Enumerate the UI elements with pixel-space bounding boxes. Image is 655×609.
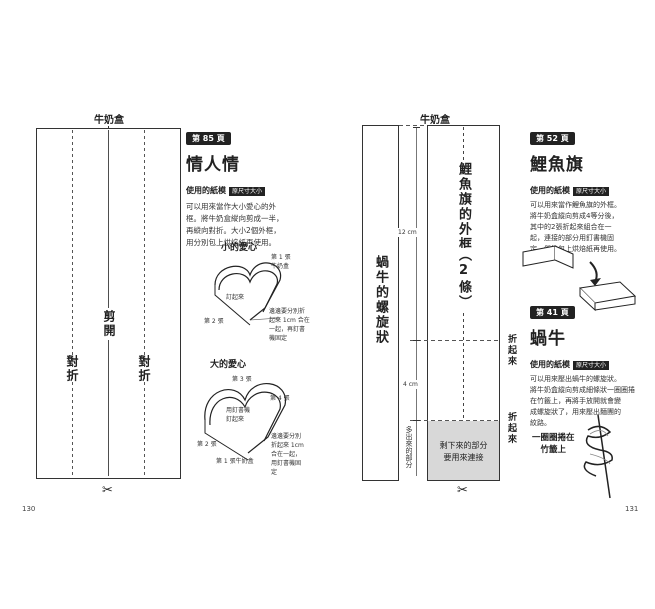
note-piece-1-large: 第 1 張牛奶盒 <box>216 458 254 465</box>
note-piece-2: 第 2 張 <box>204 318 224 325</box>
fold-right-label: 對折 <box>137 355 151 383</box>
paper-label: 使用的紙模 <box>530 186 570 195</box>
fold-label-1: 折起來 <box>506 334 516 367</box>
large-heart-label: 大的愛心 <box>210 360 247 370</box>
note-piece-4: 第 4 張 <box>270 395 290 402</box>
paper-size-tag: 原尺寸大小 <box>229 187 266 196</box>
note-staple: 訂起來 <box>226 294 245 301</box>
description-line: 在竹籤上，再將手放開就會變 <box>530 397 621 405</box>
note-piece-3: 第 3 張 <box>232 376 252 383</box>
small-heart-label: 小的愛心 <box>221 243 258 253</box>
description: 可以用來當作鯉魚旗的外框。 將牛奶盒縱向剪成4等分後， 其中的2張折起來組合在一… <box>530 200 645 255</box>
spiral-skewer-sketch <box>583 414 613 499</box>
note-piece-1: 第 1 張 牛奶盒 <box>271 254 291 270</box>
description-line: 可以用來壓出蝸牛的螺旋狀。 <box>530 375 621 383</box>
dim-4cm: 4 cm <box>403 380 418 389</box>
note-overlap-large: 邊邊要分別 折起來 1cm 合在一起， 用釘書機固 定 <box>271 433 304 476</box>
description-line: 再縱向對折。大小2個外框， <box>186 226 281 235</box>
page-ref-badge: 第 85 頁 <box>186 132 231 145</box>
leftover-line: 要用來連接 <box>443 453 484 462</box>
note-staple-large: 用釘書機 釘起來 <box>226 407 251 423</box>
cut-label: 剪開 <box>101 308 118 340</box>
section-title: 鯉魚旗 <box>530 155 584 175</box>
paper-label: 使用的紙模 <box>530 360 570 369</box>
description-line: 其中的2張折起來組合在一 <box>530 223 612 231</box>
description-line: 紋路。 <box>530 419 551 427</box>
fish-template-label: 鯉魚旗的外框 <box>454 160 473 254</box>
large-heart-sketch <box>204 383 286 461</box>
dim-12cm: 12 cm <box>398 228 417 237</box>
description-line: 成螺旋狀了，用來壓出麵團的 <box>530 408 621 416</box>
description-line: 起，連接的部分用釘書機固 <box>530 234 614 242</box>
paper-size-tag: 原尺寸大小 <box>573 187 610 196</box>
description-line: 將牛奶盒縱向剪成4等分後， <box>530 212 619 220</box>
snail-template-label: 蝸牛的螺旋狀 <box>373 255 388 345</box>
scissors-icon: ✂ <box>102 483 113 498</box>
right-header: 牛奶盒 <box>420 115 450 126</box>
description-line: 可以用來當作鯉魚旗的外框。 <box>530 201 621 209</box>
scissors-icon: ✂ <box>457 483 468 498</box>
skewer-label: 一圈圈捲在 竹籤上 <box>532 432 575 456</box>
description-line: 定，然後包上烘焙紙再使用。 <box>530 245 621 253</box>
note-piece-2-large: 第 2 張 <box>197 441 217 448</box>
paper-size-tag: 原尺寸大小 <box>573 361 610 370</box>
skewer-label-line: 一圈圈捲在 <box>532 433 575 443</box>
description: 可以用來壓出蝸牛的螺旋狀。 將牛奶盒縱向剪成細條狀一圈圈捲 在竹籤上，再將手放開… <box>530 374 645 429</box>
extra-part-label: 多出來的部分 <box>405 426 413 468</box>
skewer-label-line: 竹籤上 <box>540 445 567 455</box>
small-heart-sketch <box>214 262 282 326</box>
fold-left-label: 對折 <box>65 355 79 383</box>
page-number-right: 131 <box>625 505 639 513</box>
paper-label: 使用的紙模 <box>186 186 226 195</box>
note-overlap: 邊邊要分別折 起來 1cm 合在 一起，再釘書 機固定 <box>269 308 310 342</box>
fold-guide <box>108 121 109 129</box>
section-title: 情人情 <box>186 155 240 175</box>
description-line: 用分別包上烘焙紙再使用。 <box>186 238 276 247</box>
description-line: 可以用來當作大小愛心的外 <box>186 202 276 211</box>
fold-label-2: 折起來 <box>506 412 516 445</box>
fish-frame-sketch <box>522 245 637 312</box>
page-ref-badge: 第 52 頁 <box>530 132 575 145</box>
section-title: 蝸牛 <box>530 329 566 349</box>
page-ref-badge: 第 41 頁 <box>530 306 575 319</box>
description-line: 框。將牛奶盒縱向剪成一半， <box>186 214 284 223</box>
description-line: 將牛奶盒縱向剪成細條狀一圈圈捲 <box>530 386 635 394</box>
left-header: 牛奶盒 <box>94 115 124 126</box>
leftover-line: 剩下來的部分 <box>439 441 488 450</box>
fish-count-label: （2條） <box>454 248 473 310</box>
description: 可以用來當作大小愛心的外 框。將牛奶盒縱向剪成一半， 再縱向對折。大小2個外框，… <box>186 201 301 249</box>
leftover-label: 剩下來的部分 要用來連接 <box>428 440 499 464</box>
page-number-left: 130 <box>22 505 36 513</box>
